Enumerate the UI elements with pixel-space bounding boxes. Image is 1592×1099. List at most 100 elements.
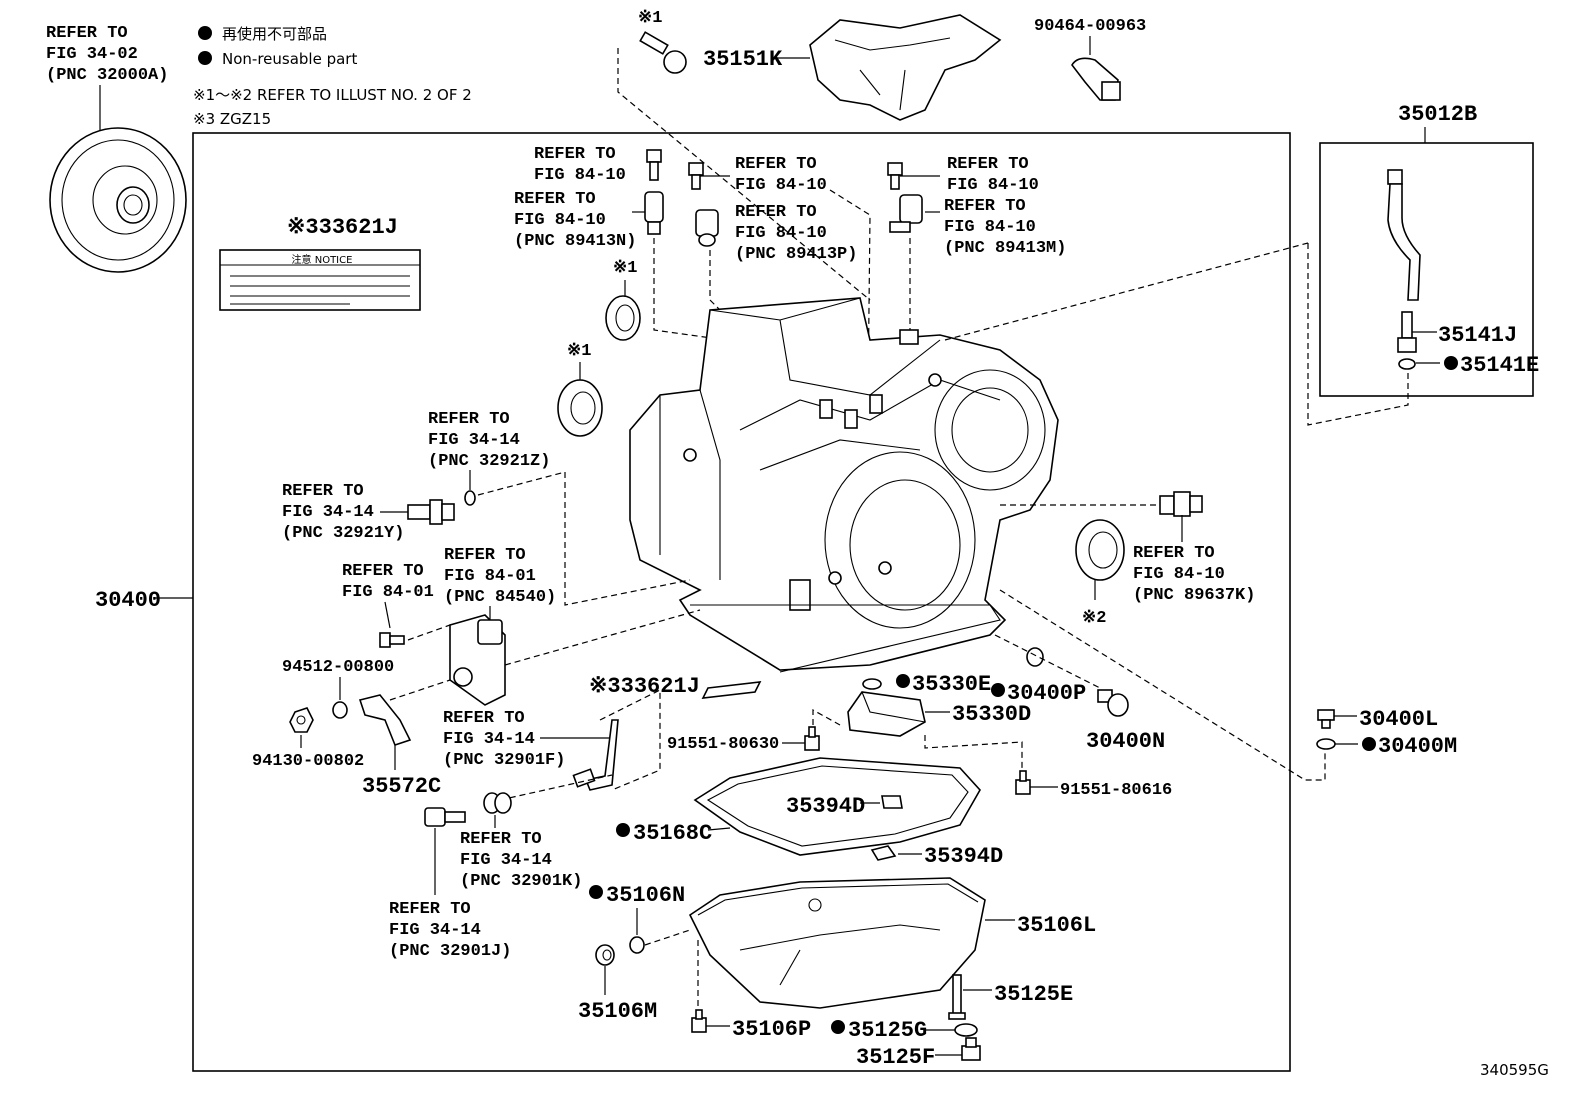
ref-line: REFER TO (444, 546, 526, 565)
sensor-bolt-icon (688, 162, 704, 190)
oil-seal-icon (1075, 519, 1125, 581)
ref-line: FIG 84-10 (534, 166, 626, 185)
part-number-35141J: 35141J (1438, 323, 1517, 348)
drain-plug-icon (595, 944, 615, 966)
ref-line: REFER TO (947, 155, 1029, 174)
non-reusable-dot-icon (589, 885, 603, 899)
magnet-icon (881, 795, 903, 809)
notice-plate-icon: 注意 NOTICE (219, 249, 421, 311)
non-reusable-dot-icon (1362, 737, 1376, 751)
part-number-35151K: 35151K (703, 47, 783, 72)
non-reusable-dot-icon (831, 1020, 845, 1034)
ref-line: FIG 84-10 (1133, 565, 1225, 584)
sensor-bolt-icon (646, 149, 662, 181)
washer-icon (332, 701, 348, 719)
part-number-35394D: 35394D (924, 844, 1003, 869)
ref-line: REFER TO (944, 197, 1026, 216)
ref-line: (PNC 32901J) (389, 942, 511, 961)
ref-line: REFER TO (534, 145, 616, 164)
part-number-30400N: 30400N (1086, 729, 1165, 754)
ref-line: FIG 84-10 (944, 218, 1036, 237)
non-reusable-dot-icon (991, 683, 1005, 697)
o-ring-icon (464, 490, 476, 506)
ref-line: REFER TO (514, 190, 596, 209)
gasket-icon (1026, 647, 1044, 667)
part-number-91551-80630: 91551-80630 (667, 735, 779, 754)
mark-1: ※1 (567, 342, 591, 361)
ref-line: FIG 34-14 (460, 851, 552, 870)
neutral-start-switch-icon (449, 614, 506, 706)
bolt-icon (639, 31, 687, 74)
part-number-33621J: ※333621J (589, 674, 700, 699)
sensor-bolt-icon (887, 162, 903, 190)
plug-icon (1317, 709, 1335, 729)
non-reusable-dot-icon (198, 51, 212, 65)
part-number-35394D: 35394D (786, 794, 865, 819)
part-number-35125F: 35125F (856, 1045, 935, 1070)
ref-line: FIG 34-14 (389, 921, 481, 940)
plug-icon (961, 1037, 981, 1061)
part-number-35330D: 35330D (952, 702, 1031, 727)
legend: 再使用不可部品 Non-reusable part ※1～※2 REFER TO… (193, 25, 472, 128)
part-number-35125G: 35125G (848, 1018, 927, 1043)
non-reusable-dot-icon (896, 674, 910, 688)
part-number-30400P: 30400P (1007, 681, 1086, 706)
ref-line: FIG 84-01 (342, 583, 434, 602)
clip-icon (1071, 57, 1121, 101)
mark-2: ※2 (1082, 609, 1106, 628)
ref-line: FIG 34-14 (428, 431, 520, 450)
lever-bracket-icon (358, 694, 412, 746)
ref-line: REFER TO (46, 24, 128, 43)
part-number-33621J: ※333621J (287, 215, 398, 240)
part-number-35106N: 35106N (606, 883, 685, 908)
oil-seal-icon (605, 295, 641, 341)
legend-line-3: ※1～※2 REFER TO ILLUST NO. 2 OF 2 (193, 86, 472, 104)
part-number-35106M: 35106M (578, 999, 657, 1024)
ref-line: (PNC 89413N) (514, 232, 636, 251)
dipstick-box (1319, 142, 1534, 397)
part-number-30400: 30400 (95, 588, 161, 613)
part-number-35106L: 35106L (1017, 913, 1096, 938)
part-number-30400L: 30400L (1359, 707, 1438, 732)
torque-converter-ref: REFER TO FIG 34-02 (PNC 32000A) (46, 24, 187, 273)
ref-line: (PNC 84540) (444, 588, 556, 607)
ref-line: FIG 84-10 (947, 176, 1039, 195)
part-number-35125E: 35125E (994, 982, 1073, 1007)
ref-line: (PNC 89413P) (735, 245, 857, 264)
part-number-35012B: 35012B (1398, 102, 1477, 127)
ref-line: REFER TO (735, 155, 817, 174)
ref-line: REFER TO (282, 482, 364, 501)
gasket-icon (862, 678, 882, 690)
part-number-94512-00800: 94512-00800 (282, 658, 394, 677)
oil-pan-icon (688, 877, 986, 1009)
nut-icon (289, 707, 314, 733)
part-number-90464-00963: 90464-00963 (1034, 17, 1146, 36)
ref-line: REFER TO (460, 830, 542, 849)
transaxle-case-icon (629, 297, 1059, 673)
bolt-icon (691, 1009, 707, 1033)
legend-line-1: 再使用不可部品 (222, 25, 327, 43)
oil-seal-icon (557, 379, 603, 437)
ref-line: FIG 84-10 (735, 176, 827, 195)
non-reusable-dot-icon (1444, 356, 1458, 370)
bolt-icon (804, 726, 820, 751)
heat-shield-cover-icon (809, 14, 1002, 121)
part-number-35330E: 35330E (912, 672, 991, 697)
ref-line: (PNC 32901K) (460, 872, 582, 891)
ref-line: (PNC 89413M) (944, 239, 1066, 258)
ref-line: FIG 84-10 (514, 211, 606, 230)
bolt-icon (948, 974, 966, 1020)
torque-converter-icon (49, 127, 187, 273)
oil-strainer-icon (847, 691, 926, 737)
shift-sensor-icon (1159, 491, 1203, 517)
ref-line: (PNC 32000A) (46, 66, 168, 85)
ref-line: FIG 84-01 (444, 567, 536, 586)
drain-plug-icon (1097, 689, 1129, 717)
gasket-icon (483, 792, 512, 814)
dipstick-tube-icon (1387, 169, 1421, 370)
ref-line: REFER TO (735, 203, 817, 222)
ref-line: REFER TO (443, 709, 525, 728)
washer-icon (954, 1023, 978, 1037)
speed-sensor-icon (695, 209, 719, 247)
